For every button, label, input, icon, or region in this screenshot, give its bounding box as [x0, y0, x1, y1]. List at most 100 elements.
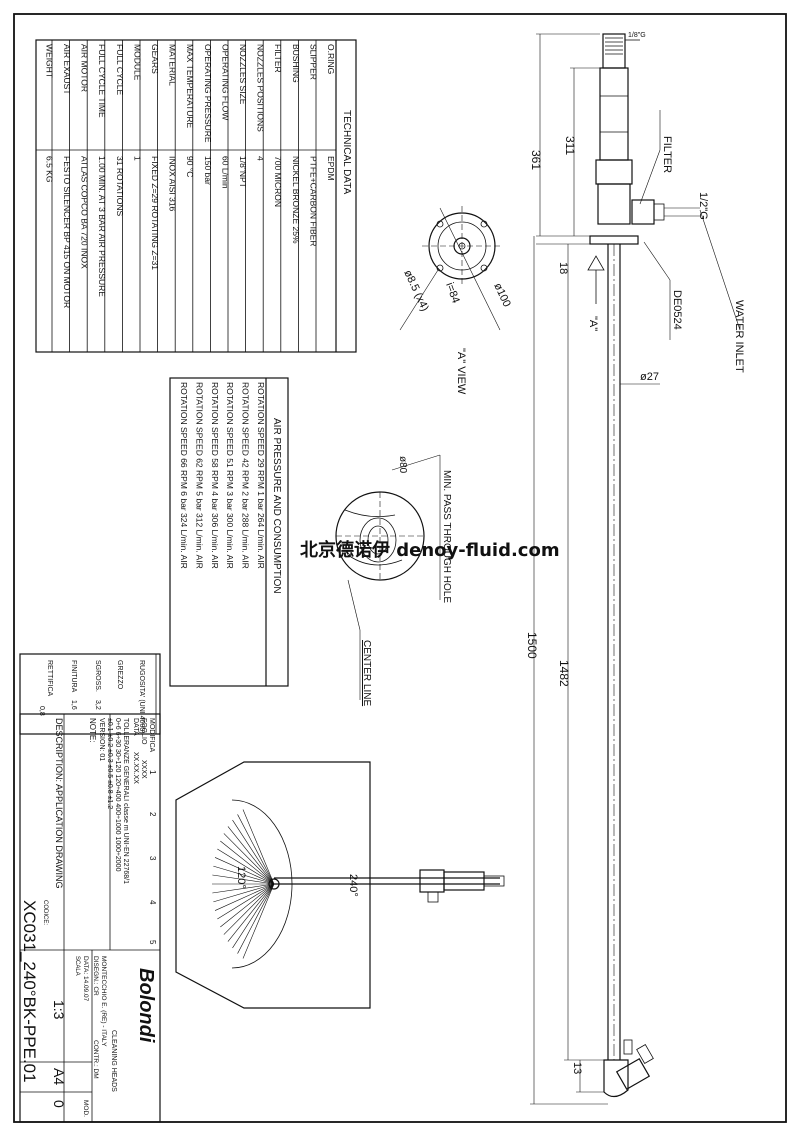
title-block: RUGOSITA' (UNI 4600) GREZZO SGROSS. 3,2 …	[19, 653, 161, 1123]
water-inlet-label: WATER INLET	[733, 300, 745, 373]
tb-r3: 0,8	[38, 706, 45, 716]
tank-angle-120: 120°	[235, 866, 247, 889]
tb-codice-label: CODICE:	[42, 900, 48, 925]
tb-data: DATA	[132, 718, 139, 736]
tech-row-value: 700 MICRON	[273, 156, 283, 207]
tech-row-label: WEIGHT	[44, 44, 54, 78]
tb-col2: 2	[148, 812, 157, 817]
tb-code: XC031_240°BK-PPE.01	[20, 900, 39, 1083]
tb-note: NOTE:	[88, 718, 97, 742]
tech-row-label: SLIPPER	[308, 44, 318, 80]
air-table-row: ROTATION SPEED 51 RPM 3 bar 300 L/min. A…	[225, 382, 235, 569]
inlet-size-label: 1/2"G	[697, 192, 709, 220]
tech-row-label: MODULE	[132, 44, 142, 81]
tb-scala: 1:3	[51, 1000, 67, 1020]
tech-row-value: EPDM	[326, 156, 336, 181]
tech-row-label: OPERATING PRESSURE	[203, 44, 213, 143]
tb-company-sub: CLEANING HEADS	[110, 1030, 117, 1092]
center-line-label: CENTER LINE	[361, 640, 372, 706]
tb-mod: MOD.	[82, 1100, 89, 1117]
tb-r2: 1,6	[70, 700, 77, 710]
air-table-title: AIR PRESSURE AND CONSUMPTION	[271, 418, 282, 594]
pass-hole-label: MIN. PASS THROUGH HOLE	[441, 470, 452, 603]
air-table-row: ROTATION SPEED 58 RPM 4 bar 306 L/min. A…	[210, 382, 220, 569]
spray-line	[223, 883, 275, 935]
company-logo: Bolondi	[135, 968, 157, 1043]
top-size-label: 1/8"G	[628, 32, 646, 39]
tech-row-label: AIR EXAUST	[62, 44, 72, 95]
tb-toll-values: ±0.1 ±0.2 ±0.3 ±0.5 ±0.8 ±1.2	[106, 718, 113, 809]
tech-row-value: PTFE+CARBON FIBER	[308, 156, 318, 246]
spray-line	[242, 883, 275, 959]
tech-row-label: AIR MOTOR	[80, 44, 90, 92]
tb-foglio-val: XXXX	[140, 760, 147, 779]
tech-row-label: BUSHING	[291, 44, 301, 83]
spray-line	[237, 814, 275, 885]
flange-code-label: DE0524	[671, 290, 683, 330]
tb-date: DATA: 14.09.07	[82, 956, 89, 1002]
spray-line	[214, 883, 275, 911]
tech-row-value: INOX AISI 316	[168, 156, 178, 212]
air-table-row: ROTATION SPEED 66 RPM 6 bar 324 L/min. A…	[179, 382, 189, 569]
tech-row-label: FULL CYCLE TIME	[97, 44, 107, 118]
tb-toll-title: TOLLERANZE GENERALI classe m UNI-EN 2276…	[122, 718, 129, 884]
tb-format: A4	[51, 1068, 67, 1085]
tech-row-value: 6.5 KG	[44, 156, 54, 182]
dim-311: 311	[563, 136, 577, 155]
tb-r1: 3,2	[94, 700, 101, 710]
tech-row-label: OPERATING FLOW	[220, 44, 230, 120]
dim-1500: 1500	[525, 632, 539, 659]
tech-row-label: MATERIAL	[168, 44, 178, 86]
tech-row-value: FIXED Z=29 ROTATING Z=31	[150, 156, 160, 270]
spray-line	[213, 865, 275, 885]
tb-toll-ranges: 0÷6 6÷30 30÷120 120÷400 400÷1000 1000÷20…	[114, 718, 121, 872]
spray-line	[212, 874, 275, 885]
tech-row-value: 1/8"NPT	[238, 156, 248, 188]
view-a-d100: ø100	[491, 281, 512, 309]
tech-row-value: 150 bar	[203, 156, 213, 185]
tb-data-val: XX.XX.XX	[132, 752, 139, 784]
tech-row-value: 90 °C	[185, 156, 195, 177]
tech-row-value: 31 ROTATIONS	[115, 156, 125, 216]
tb-contr: CONTR.: DM	[92, 1040, 99, 1079]
tech-row-value: 4	[256, 156, 266, 161]
spray-line	[212, 883, 275, 894]
watermark-text: 北京德诺伊 denoy-fluid.com	[300, 540, 560, 561]
spray-line	[242, 809, 275, 885]
d27-label: ø27	[640, 371, 659, 383]
pass-hole-d80: ø80	[397, 456, 408, 474]
tb-sgross: SGROSS.	[94, 660, 101, 692]
tech-row-label: O.RING	[326, 44, 336, 74]
tank-view: 240° 120°	[175, 761, 505, 1009]
sheet-border	[13, 13, 787, 1123]
tech-row-value: ATLAS COPCO BA 720 INOX	[80, 156, 90, 269]
dim-361: 361	[529, 150, 543, 170]
spray-line	[223, 833, 275, 885]
view-arrow-label: "A"	[587, 316, 599, 331]
spray-line	[217, 883, 275, 920]
main-tube-drawing: 1/8"G FILTER 1/2"G WATER INLET DE0524 "A…	[587, 32, 745, 1098]
technical-data-table: TECHNICAL DATA O.RING EPDM SLIPPER PTFE+CAR…	[35, 39, 357, 353]
spray-line	[220, 840, 275, 885]
spray-line	[217, 848, 275, 885]
tb-col1: 1	[148, 770, 157, 775]
tb-finitura: FINITURA	[70, 660, 77, 693]
spray-line	[213, 883, 275, 903]
view-a-i84: i=84	[443, 281, 461, 305]
technical-data-title: TECHNICAL DATA	[341, 110, 352, 195]
tb-rettifica: RETTIFICA	[46, 660, 53, 696]
tb-grezzo: GREZZO	[116, 660, 123, 690]
tech-row-label: FULL CYCLE	[115, 44, 125, 96]
tech-row-label: FILTER	[273, 44, 283, 73]
tb-col3: 3	[148, 856, 157, 861]
view-a-holes: ø8.5 (x4)	[401, 268, 430, 313]
air-table-row: ROTATION SPEED 62 RPM 5 bar 312 L/min. A…	[194, 382, 204, 569]
tech-row-label: MAX TEMPERATURE	[185, 44, 195, 129]
tank-angle-240: 240°	[347, 874, 359, 897]
air-table-row: ROTATION SPEED 42 RPM 2 bar 288 L/min. A…	[241, 382, 251, 569]
view-a-flange: ø100 i=84 ø8.5 (x4) "A" VIEW	[399, 206, 513, 395]
tb-rev: 0	[51, 1100, 67, 1108]
tech-row-label: GEARS	[150, 44, 160, 74]
spray-line	[232, 819, 275, 885]
